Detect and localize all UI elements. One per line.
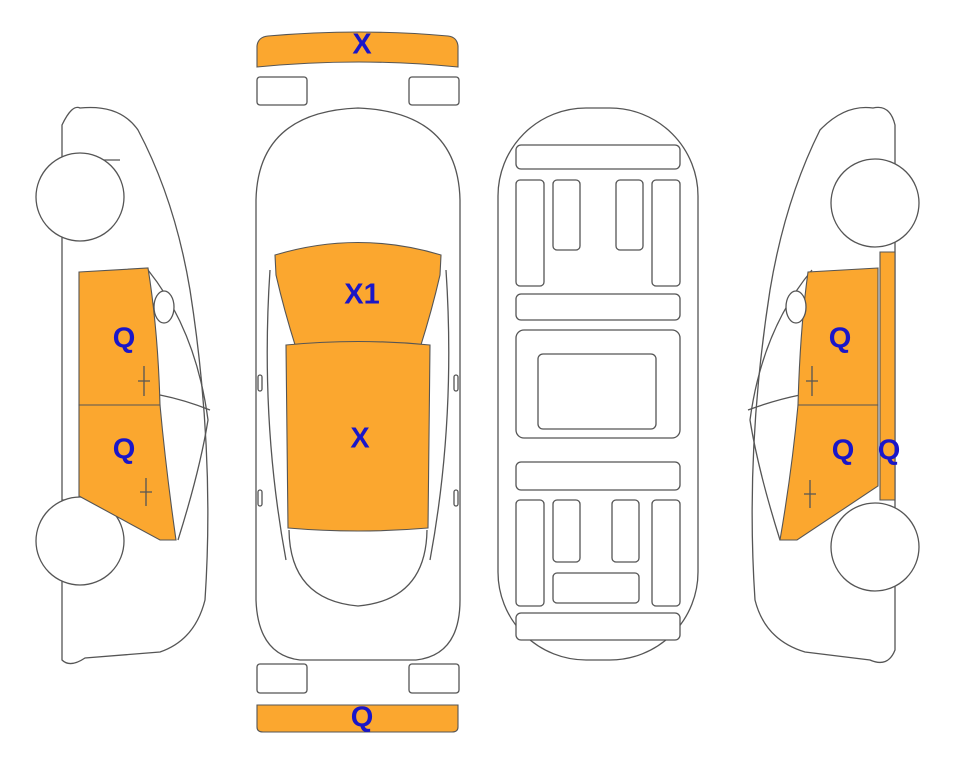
left-front-door-handle [138,366,150,396]
front-bumper-panel [256,31,459,68]
underbody-view [497,107,699,661]
right-mirror [785,290,807,324]
hood-code: X1 [344,279,379,311]
left-front-headlight [256,76,308,106]
right-rear-wheel [830,502,920,592]
left-rear-door-code: Q [113,434,136,466]
right-rear-door-handle [804,480,816,508]
rear-bumper-code: Q [351,702,374,734]
left-mirror [153,290,175,324]
hood-panel [274,241,442,349]
roof-code: X [350,423,370,455]
left-tail-light [256,663,308,694]
right-tail-light [408,663,460,694]
top-view: X X1 X Q [255,29,461,734]
left-side-view: Q Q [35,106,211,665]
rear-bumper-panel [256,704,459,733]
left-front-wheel [35,152,125,242]
right-front-door-handle [806,366,818,396]
right-rear-door-code: Q [832,435,855,467]
right-rear-door-panel [779,404,879,541]
right-front-door-code: Q [829,323,852,355]
left-rear-door-panel [78,404,177,541]
right-front-wheel [830,158,920,248]
right-rear-quarter-panel [879,251,896,501]
roof-panel [285,340,431,532]
underbody-center-plate [537,353,657,430]
right-front-headlight [408,76,460,106]
left-front-door-code: Q [113,323,136,355]
front-bumper-code: X [352,29,372,61]
right-side-view: Q Q Q [747,106,920,664]
right-rear-quarter-code: Q [878,435,901,467]
left-rear-door-handle [140,478,152,506]
